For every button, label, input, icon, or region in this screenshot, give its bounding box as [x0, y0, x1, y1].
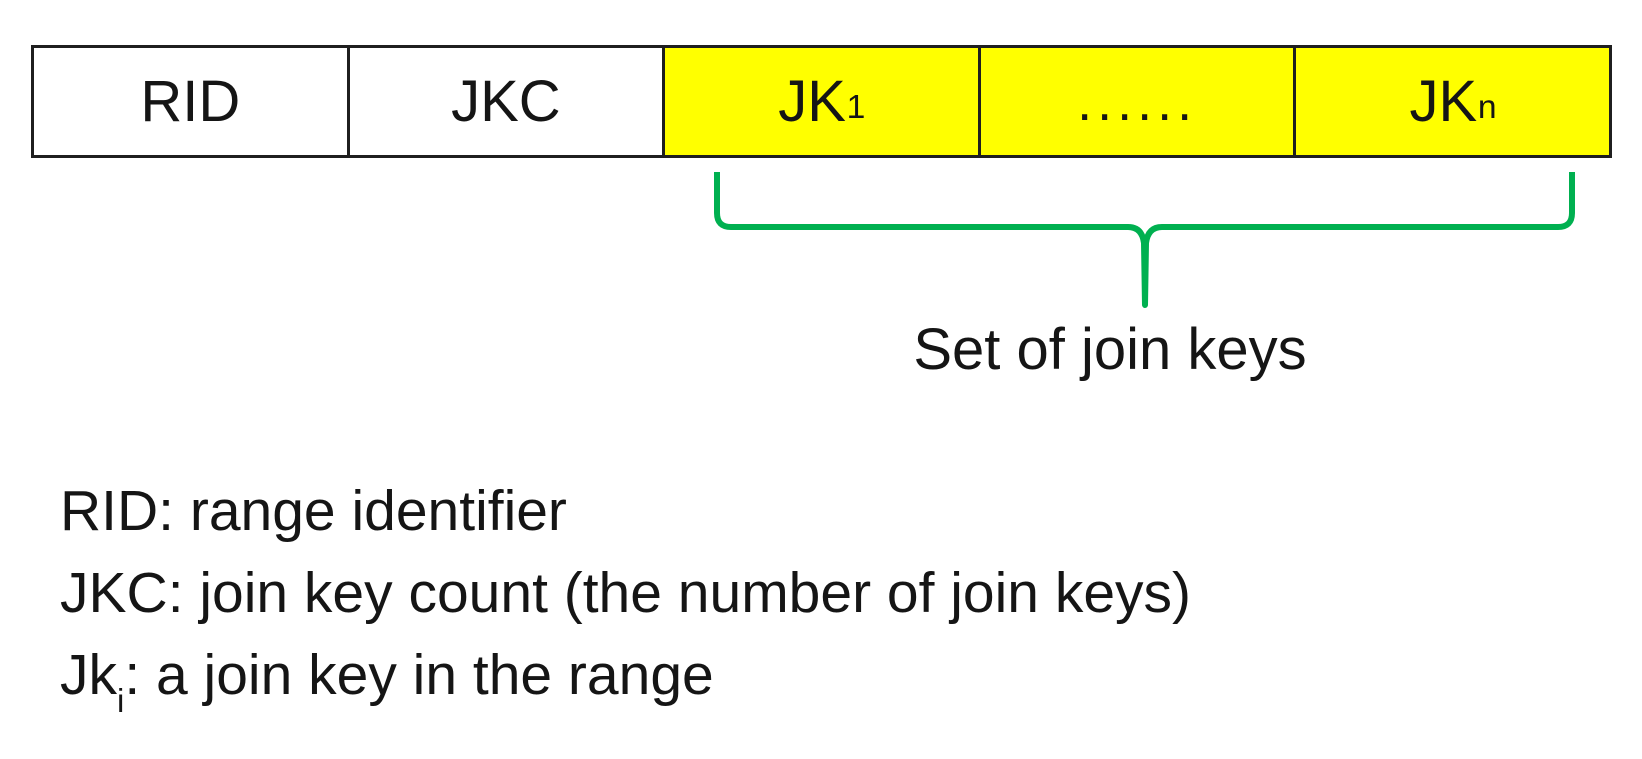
legend-term-subscript: i — [117, 683, 125, 721]
legend-line-jki: Jki: a join key in the range — [60, 634, 1191, 718]
legend-line-rid: RID: range identifier — [60, 470, 1191, 552]
record-cell-rid: RID — [34, 48, 347, 155]
record-cell-ellipsis: ...... — [977, 48, 1294, 155]
legend-definition: : range identifier — [158, 479, 567, 543]
legend-term: RID — [60, 479, 159, 543]
cell-label: ...... — [1077, 71, 1198, 132]
legend-term: JKC — [60, 561, 168, 625]
cell-label: JK — [778, 68, 846, 134]
legend-definition: : a join key in the range — [124, 643, 714, 707]
set-of-join-keys-label: Set of join keys — [913, 317, 1307, 382]
curly-brace-icon — [714, 172, 1575, 308]
record-cell-jkc: JKC — [346, 48, 663, 155]
legend-line-jkc: JKC: join key count (the number of join … — [60, 552, 1191, 634]
cell-label: JK — [1409, 68, 1478, 134]
cell-label: RID — [140, 68, 241, 134]
cell-label: JKC — [451, 68, 561, 134]
legend-definition: : join key count (the number of join key… — [167, 561, 1192, 625]
legend-term: Jk — [60, 643, 117, 707]
brace-annotation — [714, 172, 1575, 308]
legend: RID: range identifier JKC: join key coun… — [60, 470, 1191, 718]
